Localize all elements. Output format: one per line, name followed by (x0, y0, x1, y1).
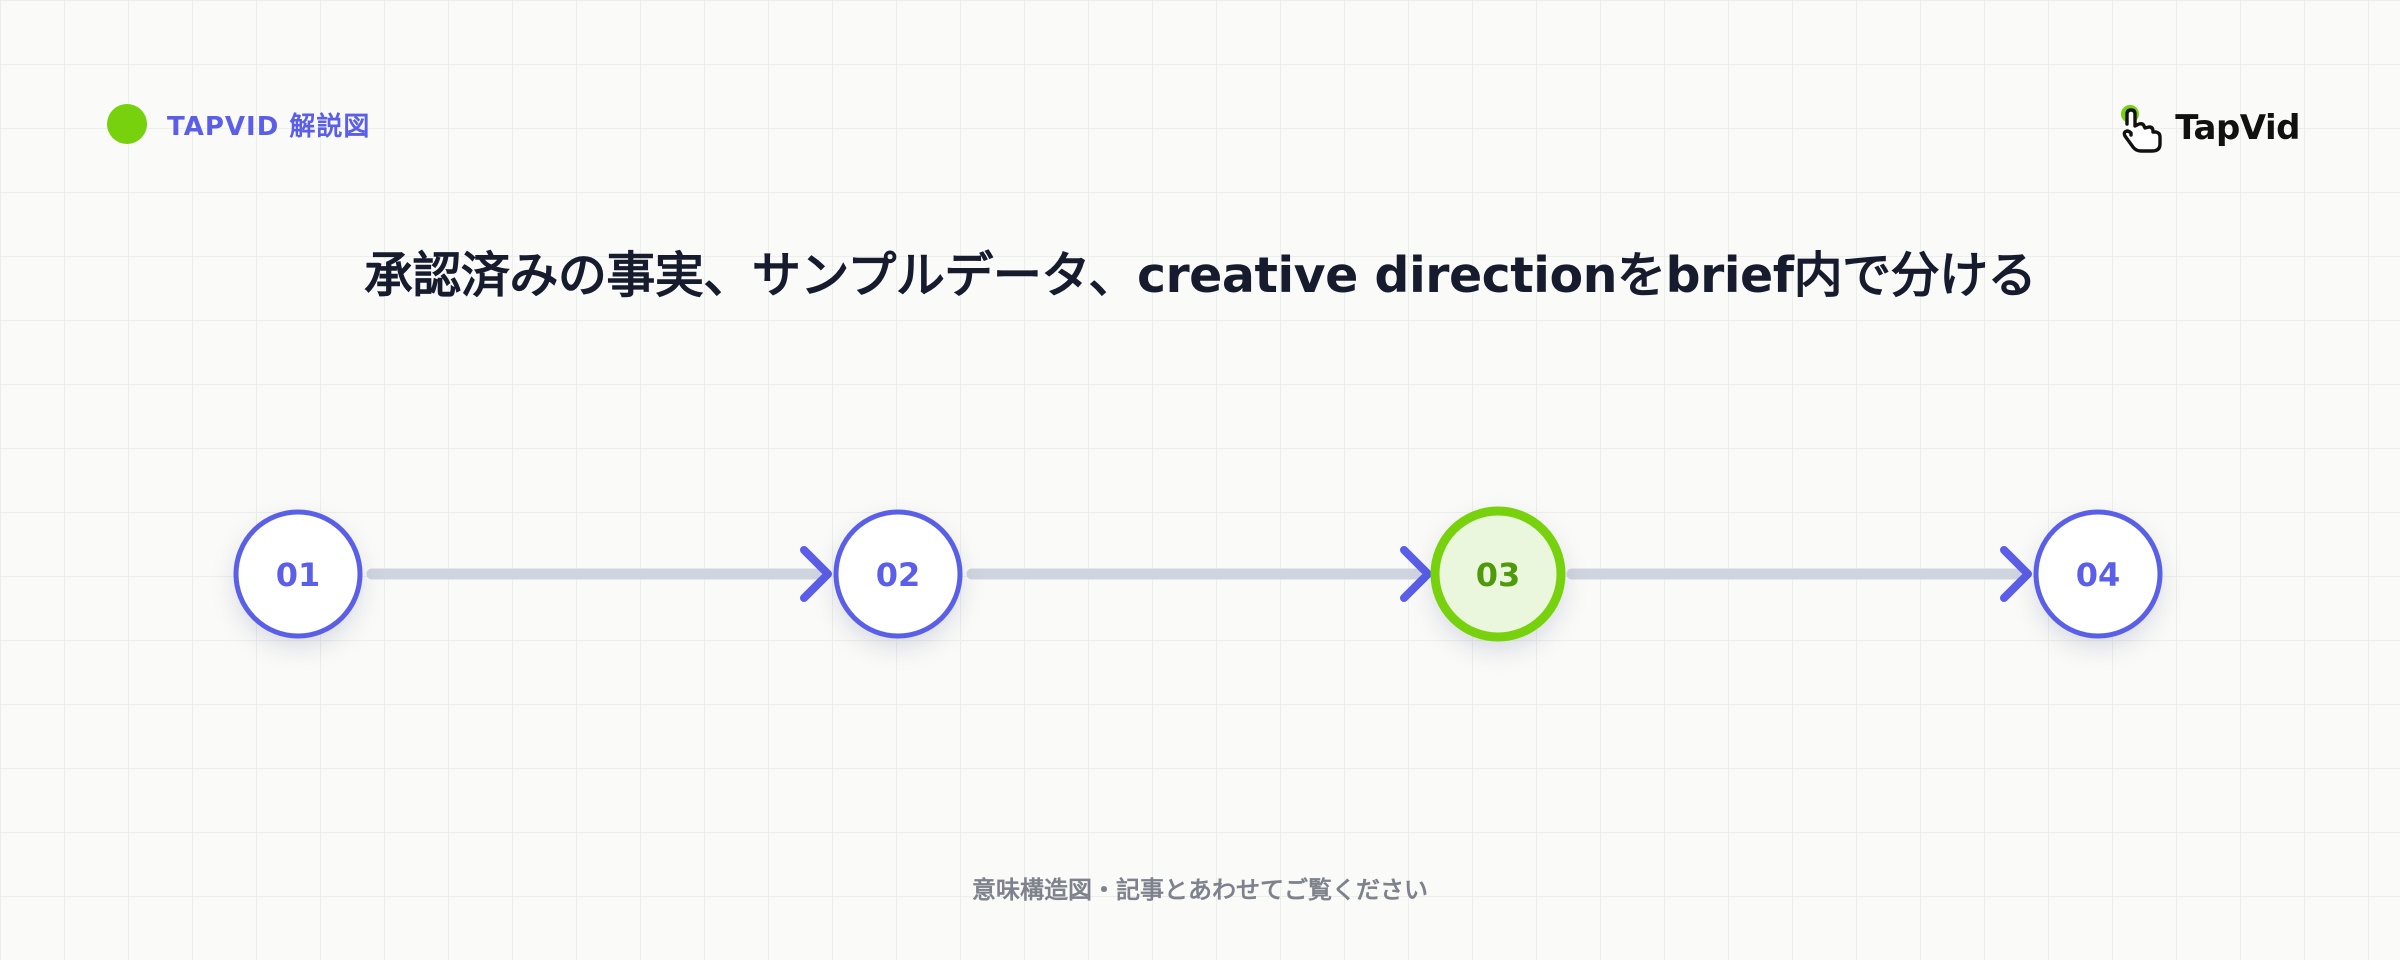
step-circle (1430, 506, 1566, 642)
footer-note: 意味構造図・記事とあわせてご覧ください (972, 876, 1428, 904)
step-node: 02 (833, 509, 963, 639)
arrowhead-icon (1400, 546, 1432, 602)
step-node: 03 (1430, 506, 1566, 642)
brand-dot (107, 104, 147, 144)
arrowhead-icon (2000, 546, 2032, 602)
step-circle (233, 509, 363, 639)
brand-tag: TAPVID 解説図 (107, 104, 370, 144)
tapvid-logo: TapVid (2117, 102, 2300, 154)
tap-hand-icon (2121, 105, 2162, 153)
step-label: 02 (876, 556, 921, 594)
step-node: 04 (2033, 509, 2163, 639)
step-label: 04 (2076, 556, 2121, 594)
step-label: 03 (1476, 556, 1521, 594)
step-node: 01 (233, 509, 363, 639)
step-circle (2033, 509, 2163, 639)
diagram-title: 承認済みの事実、サンプルデータ、creative directionをbrief… (363, 247, 2037, 304)
step-circle (833, 509, 963, 639)
logo-text: TapVid (2175, 108, 2300, 148)
step-label: 01 (276, 556, 321, 594)
brand-label: TAPVID 解説図 (167, 111, 371, 142)
arrowhead-icon (800, 546, 832, 602)
